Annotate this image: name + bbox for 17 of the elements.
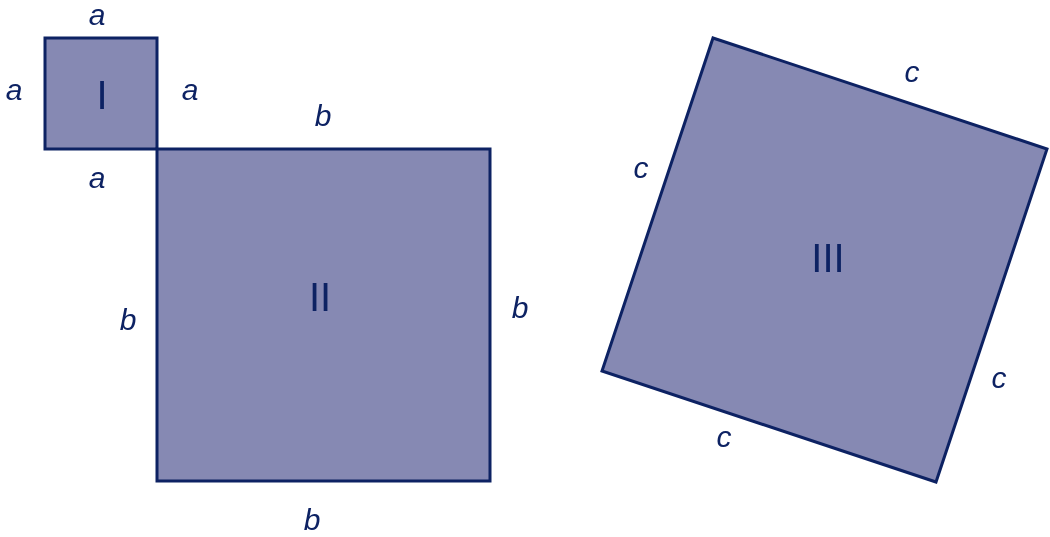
side-length-label: a [5, 75, 23, 105]
area-label: I [96, 75, 108, 115]
side-length-label: c [904, 57, 920, 87]
area-label: III [811, 238, 845, 278]
side-length-label: b [303, 505, 321, 535]
side-length-label: c [716, 422, 732, 452]
square-shape [155, 147, 492, 483]
area-label: II [308, 277, 332, 317]
side-length-label: c [633, 153, 649, 183]
side-length-label: c [991, 363, 1007, 393]
side-length-label: b [511, 293, 529, 323]
square-shape [43, 36, 159, 151]
side-length-label: b [314, 101, 332, 131]
side-length-label: a [88, 0, 106, 30]
side-length-label: b [119, 305, 137, 335]
side-length-label: a [181, 75, 199, 105]
side-length-label: a [88, 163, 106, 193]
